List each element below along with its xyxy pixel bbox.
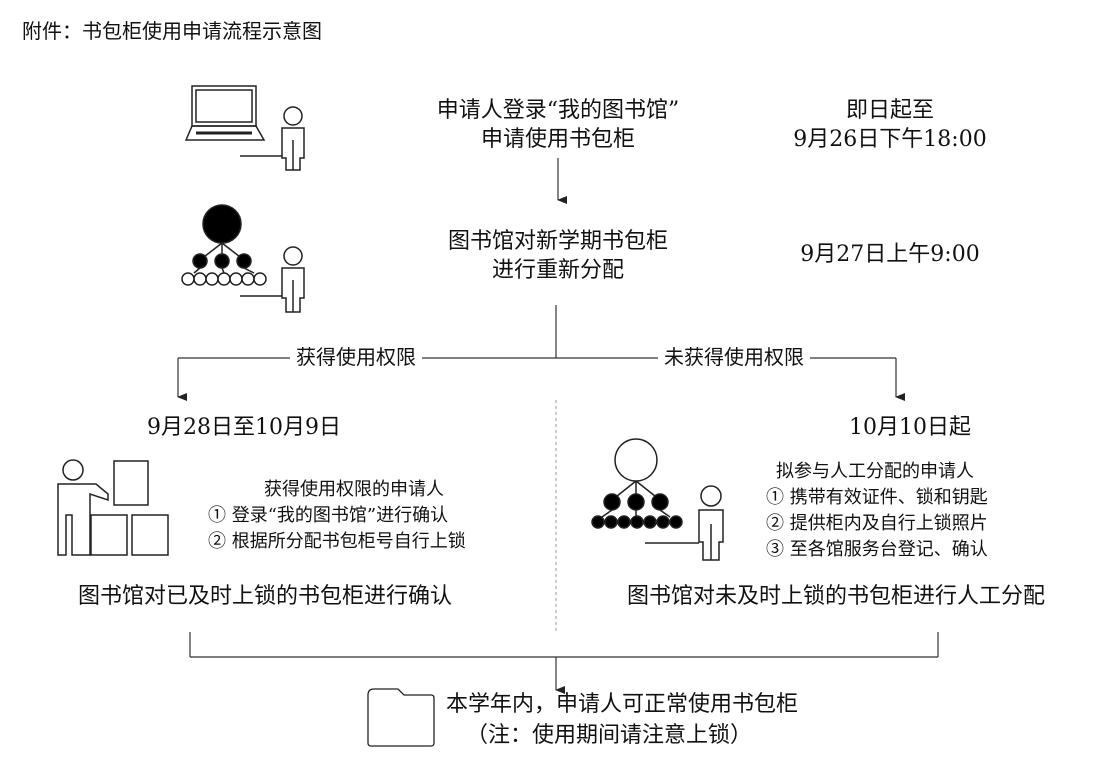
- branch-left-result: 图书馆对已及时上锁的书包柜进行确认: [78, 584, 453, 609]
- branch-left-date: 9月28日至10月9日: [147, 415, 341, 440]
- final-line2: （注：使用期间请注意上锁）: [466, 723, 753, 748]
- hierarchy-user-icon: [181, 204, 305, 313]
- branch-left-item-2: ② 根据所分配书包柜号自行上锁: [208, 531, 466, 552]
- branch-right-label: 未获得使用权限: [658, 345, 810, 370]
- branch-right-date: 10月10日起: [849, 415, 971, 440]
- step2-time: 9月27日上午9:00: [800, 242, 980, 267]
- folder-icon: [367, 688, 435, 747]
- branch-right-item-3: ③ 至各馆服务台登记、确认: [766, 539, 988, 560]
- branch-right-heading: 拟参与人工分配的申请人: [776, 461, 974, 482]
- branch-right-item-1: ① 携带有效证件、锁和钥匙: [766, 487, 988, 508]
- branch-right-result: 图书馆对未及时上锁的书包柜进行人工分配: [627, 584, 1046, 609]
- final-line1: 本学年内，申请人可正常使用书包柜: [446, 692, 799, 717]
- step1-time-line1: 即日起至: [845, 98, 935, 123]
- step1-time-line2: 9月26日下午18:00: [793, 127, 987, 152]
- branch-left-label: 获得使用权限: [290, 345, 422, 370]
- manual-assign-icon: [591, 438, 724, 561]
- branch-left-heading: 获得使用权限的申请人: [264, 479, 444, 500]
- person-boxes-icon: [57, 459, 169, 556]
- step1-line2: 申请使用书包柜: [480, 127, 636, 152]
- step1-line1: 申请人登录“我的图书馆”: [436, 98, 680, 123]
- step2-line2: 进行重新分配: [491, 258, 625, 283]
- page-title: 附件：书包柜使用申请流程示意图: [22, 19, 322, 43]
- branch-left-item-1: ① 登录“我的图书馆”进行确认: [208, 505, 449, 526]
- step2-line1: 图书馆对新学期书包柜: [447, 229, 669, 254]
- branch-right-item-2: ② 提供柜内及自行上锁照片: [766, 513, 988, 534]
- computer-user-icon: [184, 85, 305, 171]
